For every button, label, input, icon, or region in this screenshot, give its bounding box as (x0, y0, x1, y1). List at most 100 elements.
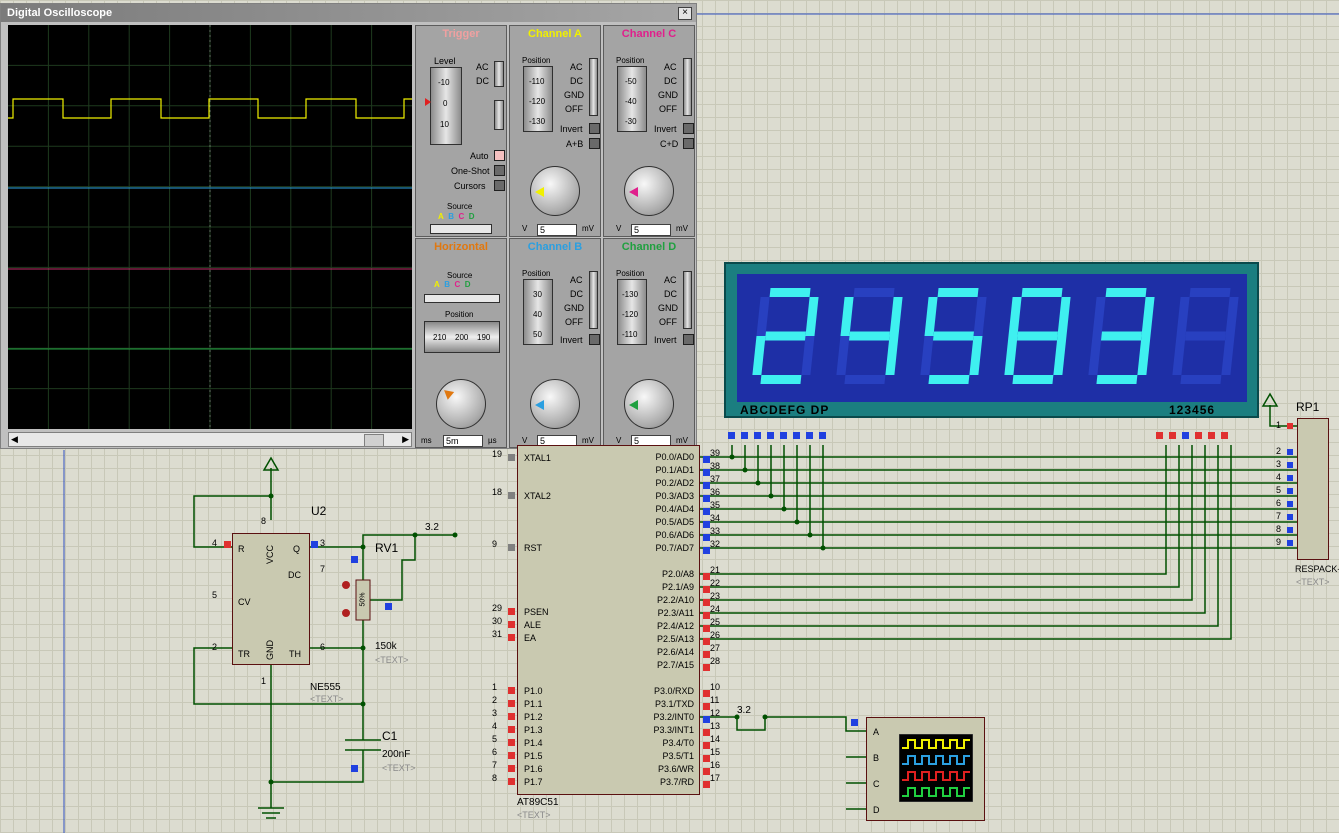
segment-d (1180, 375, 1222, 384)
segment-b (1057, 297, 1071, 336)
pin-marker (508, 621, 515, 628)
oscilloscope-window[interactable]: Digital Oscilloscope × ◀ ▶ Trigger Level… (0, 3, 697, 449)
horizontal-source-slider[interactable] (424, 294, 500, 303)
mcu-pin-number: 39 (710, 448, 721, 458)
pin-marker (703, 482, 710, 489)
channel-d-invert-button[interactable] (683, 334, 694, 345)
mcu-pin-label: P2.2/A10 (656, 595, 694, 605)
close-icon[interactable]: × (678, 7, 692, 20)
channel-a-position-slider[interactable]: -110 -120 -130 (523, 66, 553, 132)
pin-marker (1169, 432, 1176, 439)
pin-marker (1208, 432, 1215, 439)
rp1-part: RESPACK-8 (1295, 564, 1339, 574)
segment-f (1008, 297, 1022, 336)
channel-b-invert-button[interactable] (589, 334, 600, 345)
channel-a-trace (8, 98, 412, 119)
channel-c-combine-button[interactable] (683, 138, 694, 149)
display-digits (752, 288, 1239, 384)
channel-c-coupling-switch[interactable] (683, 58, 692, 116)
mcu-pin-label: RST (524, 543, 542, 553)
pin-marker (703, 768, 710, 775)
pin-marker (754, 432, 761, 439)
one-shot-button[interactable] (494, 165, 505, 176)
auto-button[interactable] (494, 150, 505, 161)
pin-marker (508, 700, 515, 707)
channel-a-coupling-switch[interactable] (589, 58, 598, 116)
trigger-coupling-switch[interactable] (494, 61, 504, 87)
pin-marker (703, 612, 710, 619)
channel-d-position-slider[interactable]: -130 -120 -110 (617, 279, 647, 345)
rp1-pin-number: 2 (1276, 446, 1282, 456)
c1-ref: C1 (382, 729, 398, 743)
rp1-pin-number: 3 (1276, 459, 1282, 469)
channel-b-position-slider[interactable]: 30 40 50 (523, 279, 553, 345)
mcu-pin-label: P0.3/AD3 (655, 491, 694, 501)
digit-1 (752, 288, 819, 384)
rp1-respack[interactable] (1297, 418, 1329, 560)
segment-e (1172, 336, 1186, 375)
horizontal-position-slider[interactable]: 210 200 190 (424, 321, 500, 353)
u2-part: NE555 (310, 682, 341, 693)
rp1-pin-number: 7 (1276, 511, 1282, 521)
mcu-pin-label: P1.6 (524, 764, 543, 774)
ne555-chip[interactable]: R VCC Q DC CV TR GND TH (232, 533, 310, 665)
horizontal-scrollbar[interactable]: ◀ ▶ (8, 432, 412, 447)
pin-marker (1195, 432, 1202, 439)
seven-segment-display[interactable]: ABCDEFG DP 123456 (724, 262, 1259, 418)
segment-d (1096, 375, 1138, 384)
mcu-pin-label: P3.0/RXD (653, 686, 694, 696)
pin-marker (508, 713, 515, 720)
mcu-pin-number: 16 (710, 760, 721, 770)
mcu-pin-number: 23 (710, 591, 721, 601)
segment-g (1101, 331, 1142, 341)
scope-grid (8, 25, 412, 429)
trigger-level-slider[interactable]: -10 0 10 (425, 67, 462, 145)
trigger-edge-switch[interactable] (494, 100, 504, 130)
channel-c-volts-knob[interactable] (624, 166, 674, 216)
segment-c (969, 336, 983, 375)
pin-marker (1287, 501, 1293, 507)
pin-marker (703, 495, 710, 502)
channel-c-value[interactable]: 5 (631, 224, 671, 236)
channel-d-coupling-switch[interactable] (683, 271, 692, 329)
mcu-pin-number: 3 (492, 708, 498, 718)
mcu-pin-label: XTAL1 (524, 453, 551, 463)
horizontal-value[interactable]: 5m (443, 435, 483, 447)
channel-a-volts-knob[interactable] (530, 166, 580, 216)
mcu-pin-number: 5 (492, 734, 498, 744)
channel-a-combine-button[interactable] (589, 138, 600, 149)
digit-pins-label: 123456 (1169, 403, 1216, 417)
channel-b-coupling-switch[interactable] (589, 271, 598, 329)
channel-a-value[interactable]: 5 (537, 224, 577, 236)
scroll-left-icon[interactable]: ◀ (11, 434, 18, 444)
channel-d-volts-knob[interactable] (624, 379, 674, 429)
oscilloscope-instrument[interactable]: A B C D (866, 717, 985, 821)
pin-marker (703, 625, 710, 632)
scroll-right-icon[interactable]: ▶ (402, 434, 409, 444)
channel-b-volts-knob[interactable] (530, 379, 580, 429)
horizontal-panel: Horizontal Source A B C D Position 210 2… (415, 238, 507, 448)
knob-pointer-icon (535, 187, 544, 197)
mcu-pin-label: P1.1 (524, 699, 543, 709)
pin-marker (508, 608, 515, 615)
u2-ref: U2 (311, 504, 327, 518)
trigger-source-slider[interactable] (430, 224, 492, 234)
segment-c (1221, 336, 1235, 375)
pin-marker (703, 469, 710, 476)
pin-marker (508, 454, 515, 461)
scroll-thumb[interactable] (364, 434, 384, 447)
mcu-pin-number: 18 (492, 487, 503, 497)
mcu-pin-number: 30 (492, 616, 503, 626)
pin-marker (508, 687, 515, 694)
channel-a-invert-button[interactable] (589, 123, 600, 134)
mcu-pin-label: P3.6/WR (657, 764, 694, 774)
channel-c-invert-button[interactable] (683, 123, 694, 134)
mcu-pin-label: ALE (524, 620, 542, 630)
channel-c-position-slider[interactable]: -50 -40 -30 (617, 66, 647, 132)
segment-e (1088, 336, 1102, 375)
horizontal-time-knob[interactable] (436, 379, 486, 429)
cursors-button[interactable] (494, 180, 505, 191)
mcu-pin-label: P3.7/RD (659, 777, 694, 787)
segment-d (844, 375, 886, 384)
